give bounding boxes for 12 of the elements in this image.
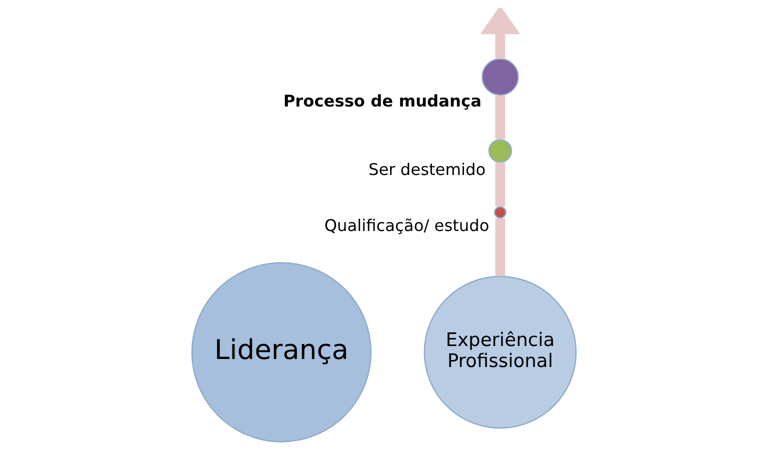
node-label: Ser destemido	[368, 160, 486, 179]
node-label: Processo de mudança	[282, 92, 481, 111]
arrow	[480, 8, 520, 59]
node-circle	[488, 139, 512, 163]
node-circle: Liderança	[190, 262, 372, 442]
node-circle	[481, 58, 518, 96]
node-circle	[494, 206, 506, 219]
connector	[494, 162, 505, 207]
node-label: Qualificação/ estudo	[324, 216, 489, 235]
node-circle: Experiência Profissional	[423, 276, 576, 429]
connector	[494, 218, 505, 276]
connector	[494, 95, 505, 140]
